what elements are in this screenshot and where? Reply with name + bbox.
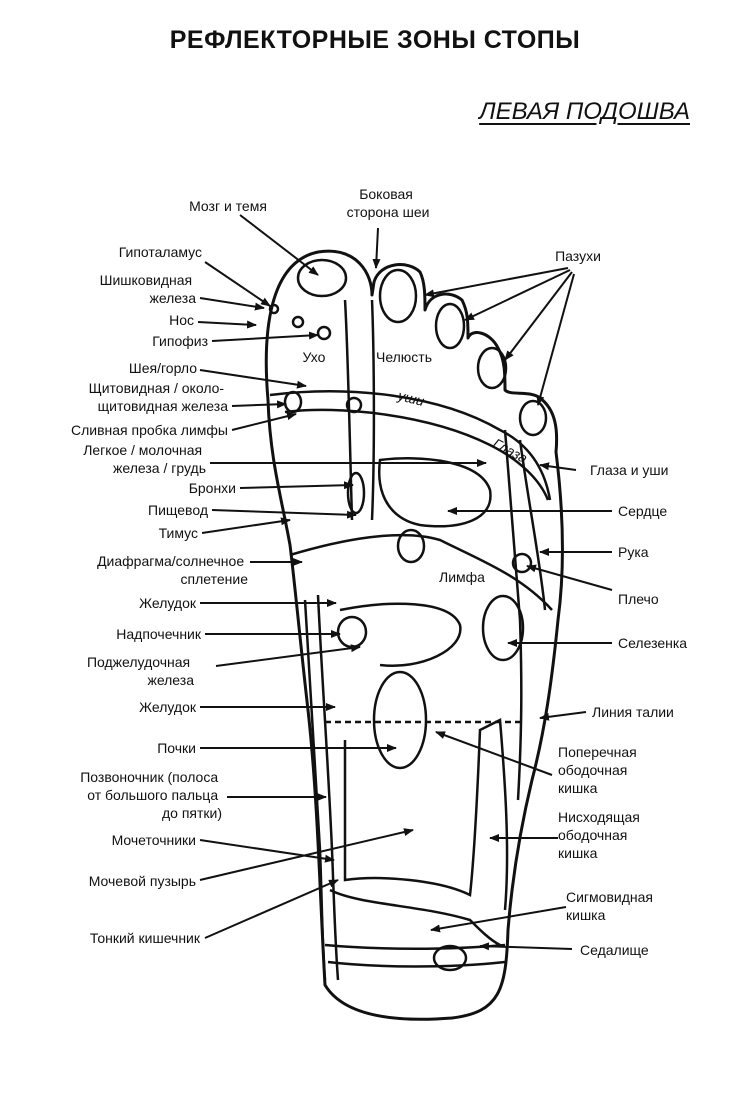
label-timus: Тимус bbox=[159, 525, 198, 541]
label-plecho: Плечо bbox=[618, 591, 659, 607]
label-gipotalamus: Гипоталамус bbox=[119, 244, 202, 260]
page-subtitle: ЛЕВАЯ ПОДОШВА bbox=[479, 98, 690, 125]
label-pazukhi: Пазухи bbox=[555, 248, 601, 264]
label-mozg: Мозг и темя bbox=[189, 198, 267, 214]
label-nishodyashchaya: Нисходящая ободочная кишка bbox=[558, 809, 644, 861]
label-bronkhi: Бронхи bbox=[189, 480, 236, 496]
label-ushi: уши bbox=[395, 387, 426, 409]
label-limfa: Лимфа bbox=[439, 569, 485, 585]
label-poperechnaya: Поперечная ободочная кишка bbox=[558, 744, 641, 796]
label-podzheludochnaya: Поджелудочная железа bbox=[87, 654, 194, 688]
label-pochki: Почки bbox=[157, 740, 196, 756]
label-sigmovidnaya: Сигмовидная кишка bbox=[566, 889, 657, 923]
leader-arrows bbox=[197, 214, 613, 951]
label-zheludok-2: Желудок bbox=[139, 699, 197, 715]
label-zheludok-1: Желудок bbox=[139, 595, 197, 611]
label-sedalishche: Седалище bbox=[580, 942, 649, 958]
label-pozvonochnik: Позвоночник (полоса от большого пальца д… bbox=[80, 769, 222, 821]
label-ukho: Ухо bbox=[303, 349, 326, 365]
label-shishkovidnaya: Шишковидная железа bbox=[100, 272, 197, 306]
label-slivnaya: Сливная пробка лимфы bbox=[71, 422, 228, 438]
label-ruka: Рука bbox=[618, 544, 649, 560]
label-shchitovidnaya: Щитовидная / около- щитовидная железа bbox=[89, 380, 229, 414]
foot-outline bbox=[264, 249, 564, 1021]
label-bokovaya: Боковая сторона шеи bbox=[347, 186, 430, 220]
label-chelyust: Челюсть bbox=[376, 349, 432, 365]
label-diafragma: Диафрагма/солнечное сплетение bbox=[97, 553, 248, 587]
label-legkoe: Легкое / молочная железа / грудь bbox=[83, 442, 206, 476]
label-gipofiz: Гипофиз bbox=[152, 333, 208, 349]
label-nos: Нос bbox=[169, 312, 194, 328]
label-glaza-ushi: Глаза и уши bbox=[590, 462, 668, 478]
label-sheya: Шея/горло bbox=[129, 360, 197, 376]
label-liniya-talii: Линия талии bbox=[592, 704, 674, 720]
label-selezenka: Селезенка bbox=[618, 635, 687, 651]
page-title: РЕФЛЕКТОРНЫЕ ЗОНЫ СТОПЫ bbox=[169, 26, 581, 54]
labels: Мозг и темя Боковая сторона шеи Пазухи Г… bbox=[71, 186, 687, 958]
organ-shapes bbox=[268, 258, 548, 972]
label-mochetochniki: Мочеточники bbox=[112, 832, 196, 848]
label-tonkiy: Тонкий кишечник bbox=[90, 930, 201, 946]
label-serdtse: Сердце bbox=[618, 503, 667, 519]
label-nadpochechnik: Надпочечник bbox=[116, 626, 202, 642]
label-mochevoy: Мочевой пузырь bbox=[89, 873, 196, 889]
label-glaza-in: Глаза bbox=[490, 435, 530, 466]
label-pishchevod: Пищевод bbox=[148, 502, 208, 518]
